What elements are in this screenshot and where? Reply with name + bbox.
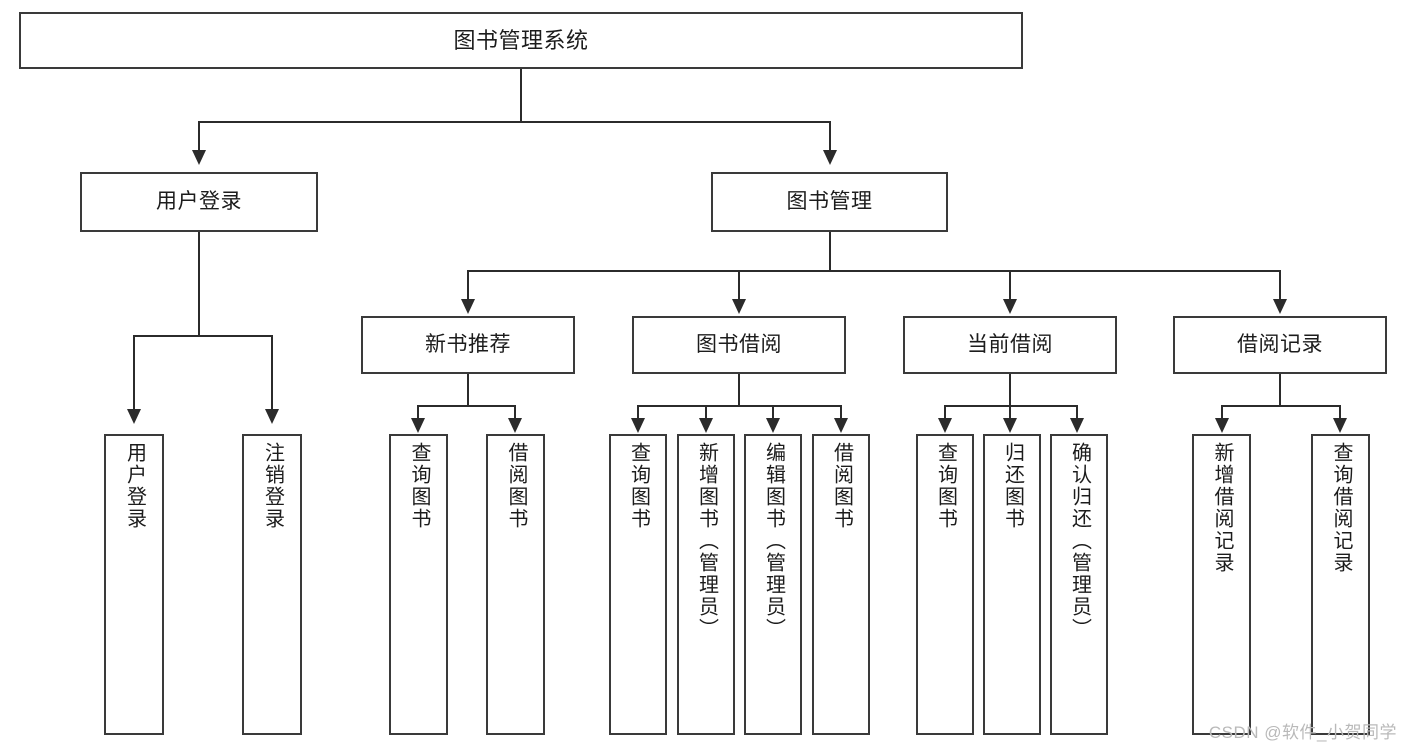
- connector-level2-bus: [468, 270, 1281, 272]
- leaf-book-borrow-borrow-books[interactable]: 借阅图书: [812, 434, 870, 735]
- connector-user-login-drop-1: [271, 335, 273, 410]
- connector-book-borrow-drop-2: [772, 405, 774, 419]
- node-current-borrow[interactable]: 当前借阅: [903, 316, 1117, 374]
- node-root-book-management-system[interactable]: 图书管理系统: [19, 12, 1023, 69]
- connector-book-borrow-drop-0: [637, 405, 639, 419]
- node-label: 图书借阅: [696, 332, 782, 356]
- arrowhead-current-borrow-1: [1003, 418, 1017, 433]
- node-label: 图书管理系统: [453, 27, 589, 53]
- leaf-current-borrow-confirm-return-admin[interactable]: 确认归还（管理员）: [1050, 434, 1108, 735]
- connector-new-book-bus: [418, 405, 516, 407]
- node-label: 编辑图书（管理员）: [762, 442, 785, 640]
- connector-borrow-record-stem: [1279, 374, 1281, 406]
- node-book-management[interactable]: 图书管理: [711, 172, 948, 232]
- connector-level2-drop-1: [738, 270, 740, 300]
- leaf-borrow-record-add-record[interactable]: 新增借阅记录: [1192, 434, 1251, 735]
- connector-current-borrow-drop-2: [1076, 405, 1078, 419]
- arrowhead-level2-2: [1003, 299, 1017, 314]
- node-label: 用户登录: [123, 442, 146, 530]
- node-label: 查询借阅记录: [1330, 442, 1352, 574]
- node-label: 借阅图书: [830, 442, 853, 530]
- arrowhead-level1-1: [823, 150, 837, 165]
- connector-level2-drop-0: [467, 270, 469, 300]
- connector-level1-drop-0: [198, 121, 200, 151]
- connector-user-login-bus: [134, 335, 272, 337]
- connector-current-borrow-drop-1: [1009, 405, 1011, 419]
- connector-root-stem: [520, 69, 522, 122]
- arrowhead-new-book-0: [411, 418, 425, 433]
- leaf-new-book-borrow-books[interactable]: 借阅图书: [486, 434, 545, 735]
- connector-borrow-record-drop-0: [1221, 405, 1223, 419]
- node-label: 图书管理: [786, 189, 873, 213]
- node-new-book-recommend[interactable]: 新书推荐: [361, 316, 575, 374]
- arrowhead-current-borrow-2: [1070, 418, 1084, 433]
- node-label: 查询图书: [408, 442, 430, 530]
- connector-book-borrow-stem: [738, 374, 740, 406]
- connector-current-borrow-stem: [1009, 374, 1011, 406]
- arrowhead-borrow-record-0: [1215, 418, 1229, 433]
- arrowhead-user-login-1: [265, 409, 279, 424]
- connector-book-borrow-drop-1: [705, 405, 707, 419]
- leaf-current-borrow-query-books[interactable]: 查询图书: [916, 434, 974, 735]
- node-label: 查询图书: [627, 442, 650, 530]
- node-label: 借阅记录: [1237, 332, 1323, 356]
- arrowhead-book-borrow-1: [699, 418, 713, 433]
- connector-current-borrow-drop-0: [944, 405, 946, 419]
- node-label: 归还图书: [1001, 442, 1024, 530]
- connector-level2-drop-2: [1009, 270, 1011, 300]
- node-label: 新增借阅记录: [1211, 442, 1233, 574]
- connector-new-book-drop-0: [417, 405, 419, 419]
- connector-new-book-stem: [467, 374, 469, 406]
- connector-book-borrow-drop-3: [840, 405, 842, 419]
- node-borrow-record[interactable]: 借阅记录: [1173, 316, 1387, 374]
- connector-book-borrow-bus: [638, 405, 841, 407]
- arrowhead-level2-3: [1273, 299, 1287, 314]
- connector-user-login-drop-0: [133, 335, 135, 410]
- connector-borrow-record-drop-1: [1339, 405, 1341, 419]
- connector-book-management-stem: [829, 232, 831, 271]
- node-label: 确认归还（管理员）: [1068, 442, 1091, 640]
- leaf-user-login-login[interactable]: 用户登录: [104, 434, 164, 735]
- node-label: 当前借阅: [967, 332, 1053, 356]
- node-label: 用户登录: [156, 189, 242, 213]
- arrowhead-level2-1: [732, 299, 746, 314]
- leaf-book-borrow-edit-book-admin[interactable]: 编辑图书（管理员）: [744, 434, 802, 735]
- arrowhead-new-book-1: [508, 418, 522, 433]
- node-label: 注销登录: [261, 442, 284, 530]
- arrowhead-current-borrow-0: [938, 418, 952, 433]
- arrowhead-book-borrow-0: [631, 418, 645, 433]
- node-label: 新增图书（管理员）: [695, 442, 718, 640]
- csdn-watermark: CSDN @软件_小贺同学: [1208, 723, 1397, 742]
- node-label: 借阅图书: [505, 442, 527, 530]
- leaf-current-borrow-return-books[interactable]: 归还图书: [983, 434, 1041, 735]
- node-user-login[interactable]: 用户登录: [80, 172, 318, 232]
- connector-current-borrow-bus: [945, 405, 1078, 407]
- leaf-borrow-record-query-record[interactable]: 查询借阅记录: [1311, 434, 1370, 735]
- connector-level1-drop-1: [829, 121, 831, 151]
- arrowhead-level2-0: [461, 299, 475, 314]
- arrowhead-book-borrow-3: [834, 418, 848, 433]
- arrowhead-level1-0: [192, 150, 206, 165]
- connector-user-login-stem: [198, 232, 200, 336]
- connector-level1-bus: [199, 121, 831, 123]
- arrowhead-borrow-record-1: [1333, 418, 1347, 433]
- connector-new-book-drop-1: [514, 405, 516, 419]
- connector-borrow-record-bus: [1222, 405, 1341, 407]
- leaf-book-borrow-query-books[interactable]: 查询图书: [609, 434, 667, 735]
- arrowhead-user-login-0: [127, 409, 141, 424]
- leaf-book-borrow-add-book-admin[interactable]: 新增图书（管理员）: [677, 434, 735, 735]
- node-label: 新书推荐: [425, 332, 511, 356]
- arrowhead-book-borrow-2: [766, 418, 780, 433]
- node-book-borrow[interactable]: 图书借阅: [632, 316, 846, 374]
- node-label: 查询图书: [934, 442, 957, 530]
- leaf-new-book-query-books[interactable]: 查询图书: [389, 434, 448, 735]
- connector-level2-drop-3: [1279, 270, 1281, 300]
- leaf-user-login-logout[interactable]: 注销登录: [242, 434, 302, 735]
